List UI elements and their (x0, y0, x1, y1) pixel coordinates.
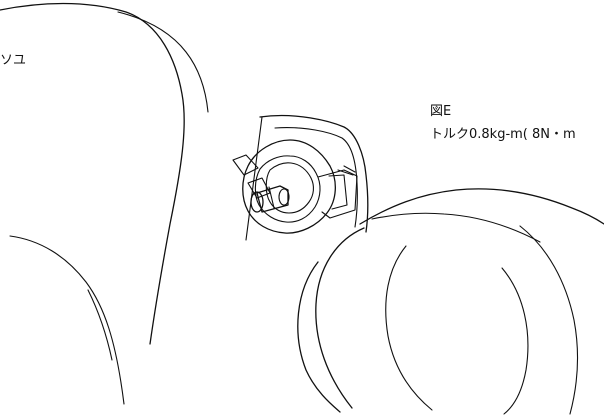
torque-label: トルク0.8kg-m( 8N・m (430, 127, 576, 142)
upper-fender-outline (0, 2, 185, 345)
tire-middle-arc (315, 227, 365, 409)
bulb-stem (250, 185, 290, 213)
tire-top-inner-line (371, 212, 541, 243)
tire-sidewall-arc (501, 267, 529, 415)
left-inner-contour (87, 289, 113, 361)
left-cut-off-label: ソユ (0, 53, 27, 68)
tire-right-arc (519, 225, 579, 415)
tire-top-outline (359, 188, 604, 225)
mount-panel-inner-edge (274, 127, 358, 228)
tire-left-arc (297, 261, 341, 413)
bulb-socket (232, 139, 358, 234)
upper-fender-inner-line (117, 11, 209, 113)
mount-panel-outline (259, 114, 369, 233)
tire-inner-arc (385, 245, 433, 411)
mount-panel-left-edge (245, 116, 263, 241)
left-lower-contour (9, 235, 125, 405)
figure-label: 図E (430, 104, 452, 119)
